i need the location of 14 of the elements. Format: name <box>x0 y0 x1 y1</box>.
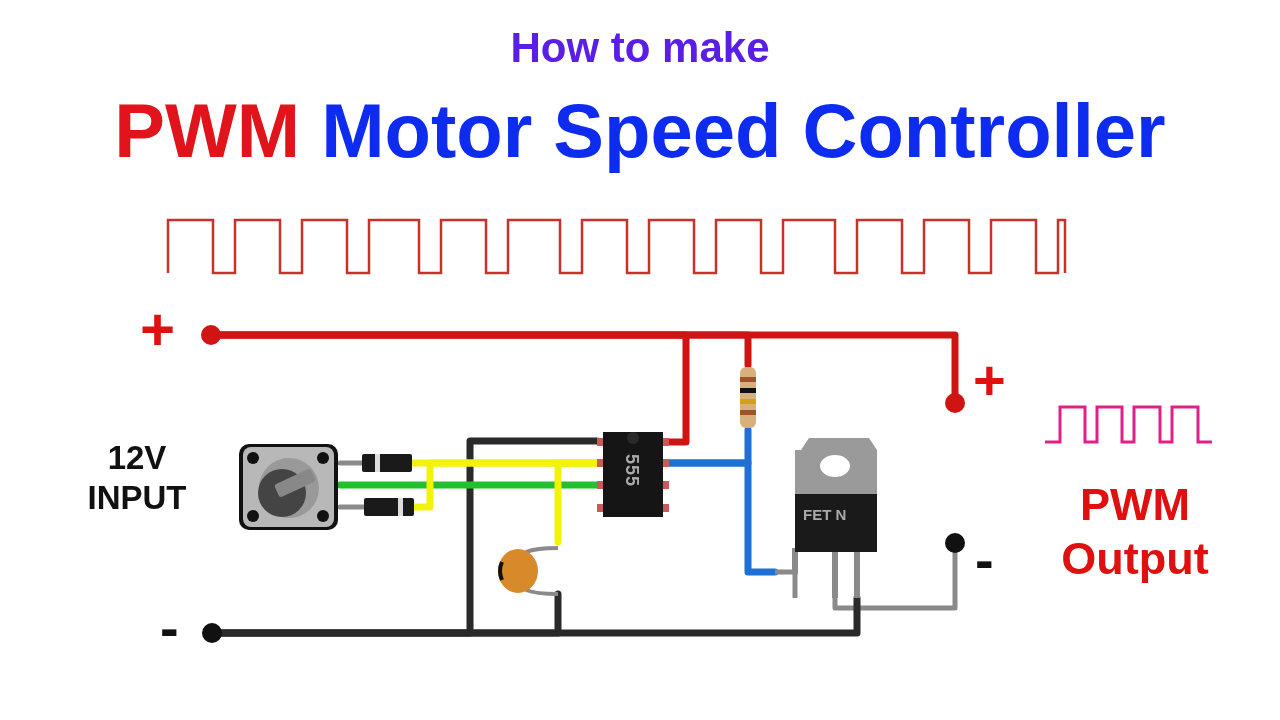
caption-text: PWM Output <box>1060 478 1210 586</box>
caption-text: 12V INPUT <box>86 438 188 518</box>
chip-label: 555 <box>621 454 642 488</box>
terminal-dot <box>201 325 221 345</box>
polarity-sign: + <box>140 300 176 360</box>
component-label: FET N <box>803 506 847 523</box>
terminal-dot <box>945 393 965 413</box>
subtitle: How to make <box>509 23 771 73</box>
polarity-sign: + <box>973 352 1006 408</box>
polarity-sign: - <box>975 532 994 588</box>
terminal-dot <box>945 533 965 553</box>
polarity-sign: - <box>160 600 179 656</box>
wire <box>832 550 958 611</box>
terminal-dot <box>202 623 222 643</box>
